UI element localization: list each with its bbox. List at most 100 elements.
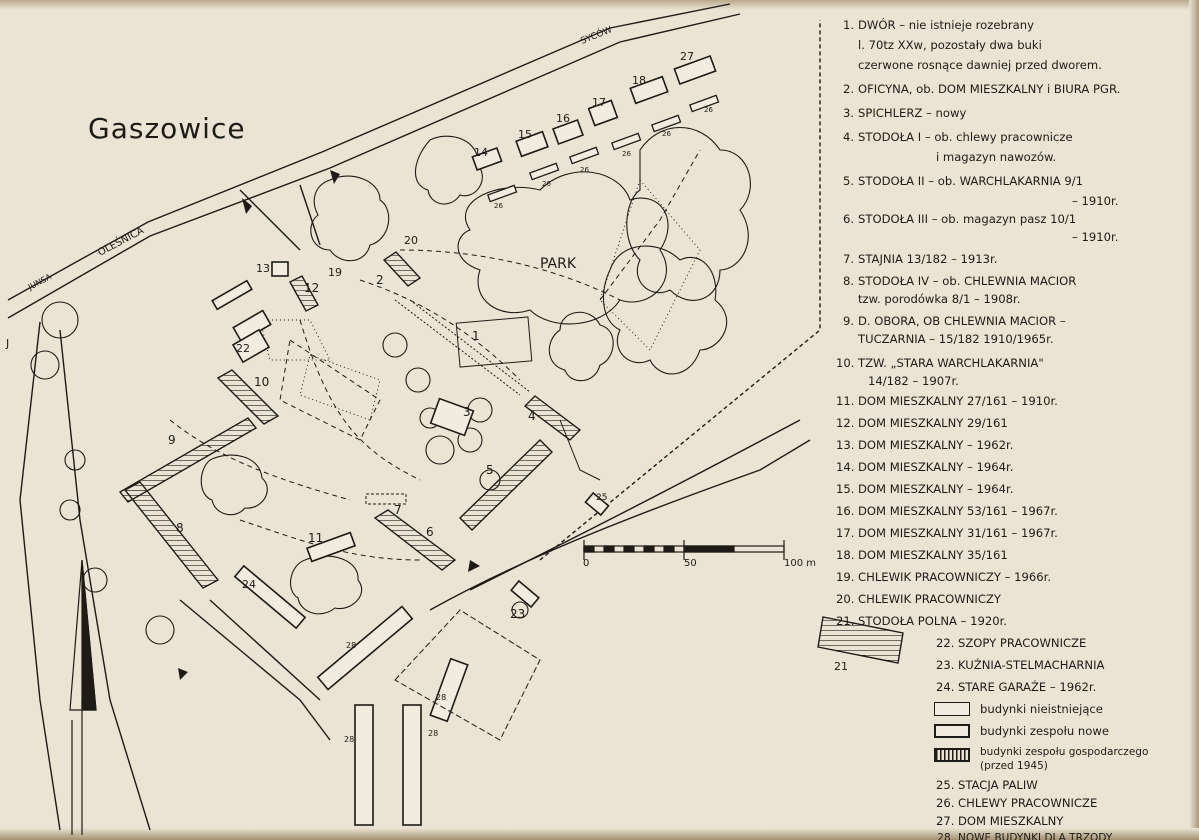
building-6 <box>373 509 457 571</box>
legend-symbol-demolished <box>934 702 970 716</box>
bld-num-23: 23 <box>510 607 525 621</box>
bld-num-28c: 28 <box>428 729 438 738</box>
bld-num-3: 3 <box>463 405 471 419</box>
tree-west-3 <box>64 449 86 471</box>
tree-west-1 <box>41 301 79 339</box>
legend-symbol-old-label-2: (przed 1945) <box>980 760 1048 772</box>
legend-item-5-line2: – 1910r. <box>1072 194 1119 208</box>
legend-item-26: 26.CHLEWY PRACOWNICZE <box>936 796 1098 810</box>
legend-symbol-demolished-label: budynki nieistniejące <box>980 702 1103 716</box>
legend-item-23: 23.KUŹNIA-STELMACHARNIA <box>936 658 1105 672</box>
tree-center-2 <box>405 367 431 393</box>
legend-item-11: 11.DOM MIESZKALNY 27/161 – 1910r. <box>836 394 1058 408</box>
bld-num-4: 4 <box>528 409 536 423</box>
building-24 <box>233 564 307 630</box>
bld-num-8: 8 <box>176 521 184 535</box>
legend-item-10: 10.TZW. „STARA WARCHLAKARNIA" <box>836 356 1044 370</box>
north-arrow-icon <box>69 559 97 835</box>
building-28c <box>402 704 422 826</box>
map-title: Gaszowice <box>88 112 246 145</box>
scale-bar <box>583 540 785 560</box>
buildings-demolished <box>365 316 533 505</box>
bld-num-20: 20 <box>404 234 418 247</box>
bld-num-26a: 26 <box>494 202 503 210</box>
legend-item-20: 20.CHLEWIK PRACOWNICZY <box>836 592 1001 606</box>
tree-center-3 <box>425 435 455 465</box>
legend-symbol-new-label: budynki zespołu nowe <box>980 724 1109 738</box>
road-south-west <box>179 599 331 741</box>
bld-num-19: 19 <box>328 266 342 279</box>
road-sycow-south-edge <box>7 3 731 301</box>
bld-num-22: 22 <box>236 342 250 355</box>
legend-item-7: 7.STAJNIA 13/182 – 1913r. <box>842 252 998 266</box>
bld-num-21: 21 <box>834 660 848 673</box>
building-7 <box>365 493 407 505</box>
tree-cluster-park <box>457 171 669 325</box>
legend-item-19: 19.CHLEWIK PRACOWNICZY – 1966r. <box>836 570 1052 584</box>
legend-symbol-new <box>934 724 970 738</box>
legend-item-9: 9.D. OBORA, OB CHLEWNIA MACIOR – <box>842 314 1066 328</box>
legend-item-8-line2: tzw. porodówka 8/1 – 1908r. <box>858 292 1021 306</box>
bld-num-13: 13 <box>256 262 270 275</box>
legend-item-15: 15.DOM MIESZKALNY – 1964r. <box>836 482 1014 496</box>
tree-cluster-southeast <box>602 245 728 375</box>
legend-item-6: 6.STODOŁA III – ob. magazyn pasz 10/1 <box>842 212 1077 226</box>
bld-num-16: 16 <box>556 112 570 125</box>
tree-cluster-east <box>626 127 751 301</box>
bld-num-26e: 26 <box>662 130 671 138</box>
building-28a <box>316 605 414 691</box>
bld-num-2: 2 <box>376 273 384 287</box>
building-28d <box>429 657 469 723</box>
page-edge-right <box>1189 0 1199 840</box>
bld-num-28a: 28 <box>346 641 356 650</box>
building-21 <box>817 616 904 664</box>
tree-south-1 <box>511 601 529 619</box>
legend-item-12: 12.DOM MIESZKALNY 29/161 <box>836 416 1008 430</box>
page-edge-top <box>0 0 1199 10</box>
tree-cluster-small <box>548 311 614 382</box>
arrows <box>178 170 480 680</box>
building-3 <box>429 397 475 437</box>
building-4b <box>523 395 582 441</box>
building-22b <box>231 328 271 364</box>
legend-item-5: 5.STODOŁA II – ob. WARCHLAKARNIA 9/1 <box>842 174 1084 188</box>
bld-num-7: 7 <box>394 503 402 517</box>
buildings-new <box>211 54 717 826</box>
bld-num-1: 1 <box>472 329 480 343</box>
tree-center-1 <box>382 332 408 358</box>
legend-item-13: 13.DOM MIESZKALNY – 1962r. <box>836 438 1014 452</box>
building-17 <box>587 99 619 127</box>
building-2 <box>382 251 422 287</box>
bld-num-14: 14 <box>474 146 488 159</box>
bld-num-5: 5 <box>486 463 494 477</box>
road-east-north <box>469 419 801 591</box>
road-spur-north <box>239 189 301 251</box>
label-j: J <box>5 337 9 350</box>
bld-num-10: 10 <box>254 375 269 389</box>
building-14 <box>471 146 503 172</box>
building-4a <box>459 439 553 531</box>
road-sycow-north-edge <box>7 13 741 319</box>
bld-num-9: 9 <box>168 433 176 447</box>
buildings-old <box>118 251 904 664</box>
road-west-edge-2 <box>59 329 151 831</box>
legend-item-10-line2: 14/182 – 1907r. <box>868 374 959 388</box>
road-east-boundary <box>539 20 821 561</box>
tree-west-2 <box>30 350 60 380</box>
building-8 <box>123 481 220 589</box>
label-road-west: JUNSA <box>26 272 54 292</box>
road-east-south <box>429 439 811 611</box>
road-west-edge <box>19 321 61 831</box>
legend-item-2: 2.OFICYNA, ob. DOM MIESZKALNY i BIURA PG… <box>842 82 1121 96</box>
legend-item-21: 21.STODOŁA POLNA – 1920r. <box>836 614 1007 628</box>
legend-item-22: 22.SZOPY PRACOWNICZE <box>936 636 1087 650</box>
legend-symbol-old <box>934 748 970 762</box>
legend-item-24: 24.STARE GARAŻE – 1962r. <box>936 680 1097 694</box>
building-23 <box>510 579 540 609</box>
tree-west-6 <box>145 615 175 645</box>
page-edge-bottom <box>0 828 1199 840</box>
legend-item-4-line2: i magazyn nawozów. <box>936 150 1057 164</box>
building-15 <box>515 130 549 158</box>
